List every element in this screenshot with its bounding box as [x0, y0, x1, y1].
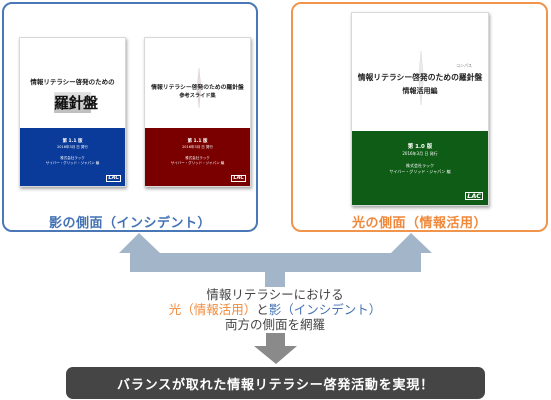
center-text-line1: 情報リテラシーにおける [150, 287, 400, 303]
light-side-label: 光（情報活用） [168, 302, 257, 317]
arrow-down-head [254, 346, 297, 364]
result-banner: バランスが取れた情報リテラシー啓発活動を実現！ [66, 367, 485, 399]
panel-shadow-side: 情報リテラシー啓発のための 羅針盤 第 1.1 版 2016年3月 日 発行 株… [2, 2, 258, 232]
book-editor: サイバー・グリッド・ジャパン 編 [170, 161, 225, 165]
lac-logo: LAC [231, 175, 246, 182]
arrow-horizontal-bar [130, 253, 421, 272]
book-publisher: 株式会社ラック [60, 156, 85, 160]
book-cover-information-use: コンパス 情報リテラシー啓発のための羅針盤 情報活用編 第 1.0 版 2016… [351, 12, 489, 206]
arrow-down-shaft [266, 332, 285, 348]
book-edition: 第 1.1 版 [187, 139, 208, 144]
book-cover-slides: 情報リテラシー啓発のための羅針盤 参考スライド集 第 1.1 版 2016年3月… [144, 37, 251, 187]
lac-logo: LAC [106, 175, 121, 182]
book-date: 2016年3月 日 発行 [182, 145, 213, 149]
lac-logo: LAC [465, 191, 483, 200]
center-text-line3: 両方の側面を網羅 [150, 317, 400, 333]
book-subtitle: 参考スライド集 [179, 93, 216, 99]
book-editor: サイバー・グリッド・ジャパン 編 [389, 169, 451, 174]
book-title-ruby: コンパス [456, 63, 472, 68]
panel-caption-shadow: 影の側面（インシデント） [48, 216, 211, 231]
shadow-side-label: 影（インシデント） [268, 302, 382, 317]
arrow-up-left-head [119, 233, 160, 253]
compass-needle-icon [418, 51, 424, 105]
compass-needle-icon [196, 68, 202, 108]
book-date: 2016年3月 日 発行 [402, 151, 438, 156]
book-cover-band: 第 1.0 版 2016年3月 日 発行 株式会社ラック サイバー・グリッド・ジ… [352, 131, 488, 205]
book-title: 情報リテラシー啓発のための [30, 78, 115, 86]
panel-light-side: コンパス 情報リテラシー啓発のための羅針盤 情報活用編 第 1.0 版 2016… [291, 2, 548, 232]
center-text-line2: 光（情報活用）と影（インシデント） [150, 302, 400, 318]
book-edition: 第 1.0 版 [407, 144, 433, 150]
panel-caption-light: 光の側面（情報活用） [351, 216, 487, 231]
book-cover-compass: 情報リテラシー啓発のための 羅針盤 第 1.1 版 2016年3月 日 発行 株… [19, 37, 126, 187]
book-cover-top [20, 38, 125, 130]
book-edition: 第 1.1 版 [62, 139, 83, 144]
arrow-up-right-head [391, 233, 432, 253]
book-publisher: 株式会社ラック [406, 163, 434, 168]
book-subtitle: 情報活用編 [402, 87, 438, 95]
arrow-center-stem [265, 270, 285, 290]
book-title: 情報リテラシー啓発のための羅針盤 [151, 85, 244, 91]
book-main-title: 羅針盤 [54, 92, 98, 113]
book-publisher: 株式会社ラック [185, 156, 210, 160]
book-date: 2016年3月 日 発行 [57, 145, 88, 149]
book-cover-band: 第 1.1 版 2016年3月 日 発行 株式会社ラック サイバー・グリッド・ジ… [20, 128, 125, 186]
arrow-left-shaft [130, 252, 149, 272]
book-title: 情報リテラシー啓発のための羅針盤 [357, 73, 483, 82]
arrow-right-shaft [402, 252, 421, 272]
book-cover-band: 第 1.1 版 2016年3月 日 発行 株式会社ラック サイバー・グリッド・ジ… [145, 128, 250, 186]
and-label: と [256, 302, 269, 317]
book-editor: サイバー・グリッド・ジャパン 編 [45, 161, 100, 165]
